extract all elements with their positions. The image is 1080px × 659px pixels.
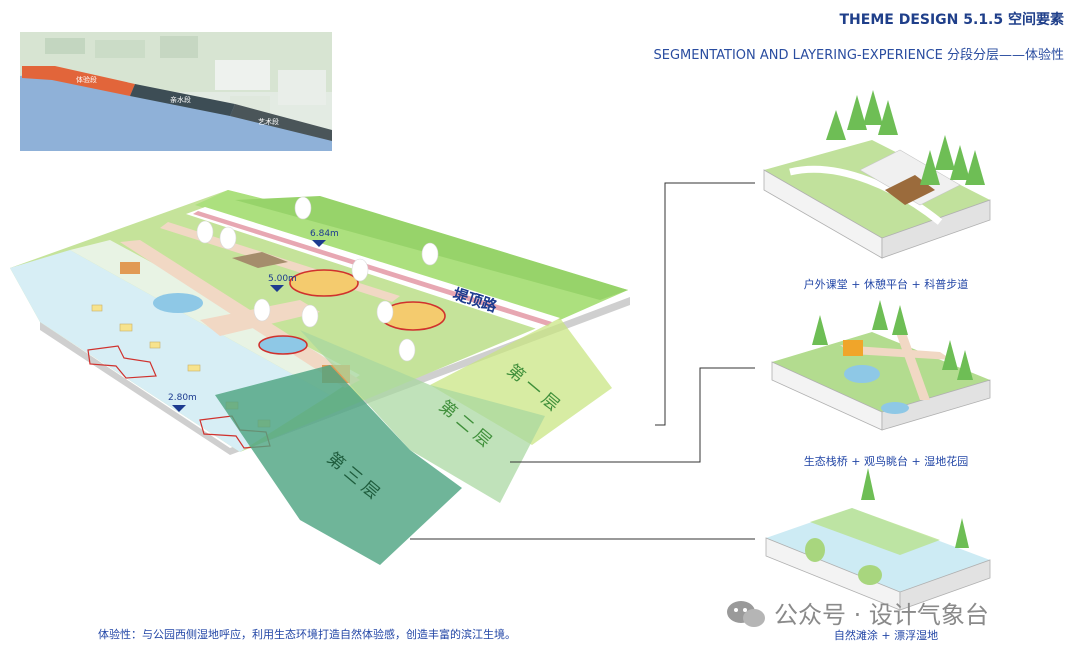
keymap-label-2: 亲水段	[170, 95, 191, 104]
keymap-label-1: 体验段	[76, 75, 97, 84]
detail-caption-1: 户外课堂 + 休憩平台 + 科普步道	[803, 278, 969, 291]
elevation-marker-1	[312, 240, 326, 247]
detail-caption-3: 自然滩涂 + 漂浮湿地	[833, 629, 939, 642]
layer-panels: 第 一 层 第 二 层 第 三 层	[215, 318, 612, 565]
keymap-label-3: 艺术段	[258, 117, 279, 126]
theme-subtitle: SEGMENTATION AND LAYERING-EXPERIENCE 分段分…	[653, 48, 1064, 63]
layer-panel-3	[215, 365, 462, 565]
segment-band-art	[230, 104, 332, 141]
segment-band-waterfront	[130, 84, 235, 116]
detail-block-2	[771, 300, 991, 431]
layer-panel-1	[430, 318, 612, 445]
detail-block-3	[765, 468, 991, 611]
watermark: 公众号 · 设计气象台	[726, 595, 989, 630]
key-map: 体验段 亲水段 艺术段	[20, 32, 332, 151]
layer-panel-2	[300, 330, 545, 503]
elevation-marker-3	[172, 405, 186, 412]
pavilion-1	[120, 262, 140, 274]
theme-title: THEME DESIGN 5.1.5 空间要素	[839, 12, 1065, 28]
detail-caption-2: 生态栈桥 + 观鸟眺台 + 湿地花园	[803, 455, 969, 468]
footer-note: 体验性：与公园西侧湿地呼应，利用生态环境打造自然体验感，创造丰富的滨江生境。	[98, 628, 516, 641]
pond-1	[153, 293, 203, 313]
lawn-1	[289, 269, 359, 297]
wechat-icon-spacer	[726, 598, 766, 628]
elevation-label-3: 2.80m	[168, 393, 197, 403]
pond-2	[258, 335, 308, 355]
elevation-label-2: 5.00m	[268, 274, 297, 284]
connectors	[410, 182, 755, 540]
segment-band-experience	[22, 66, 135, 96]
wechat-icon	[727, 601, 765, 627]
wood-deck	[232, 252, 288, 268]
elevation-label-1: 6.84m	[310, 229, 339, 239]
watermark-text: 公众号 · 设计气象台	[774, 601, 989, 629]
detail-block-1	[763, 90, 991, 259]
elevation-marker-2	[270, 285, 284, 292]
